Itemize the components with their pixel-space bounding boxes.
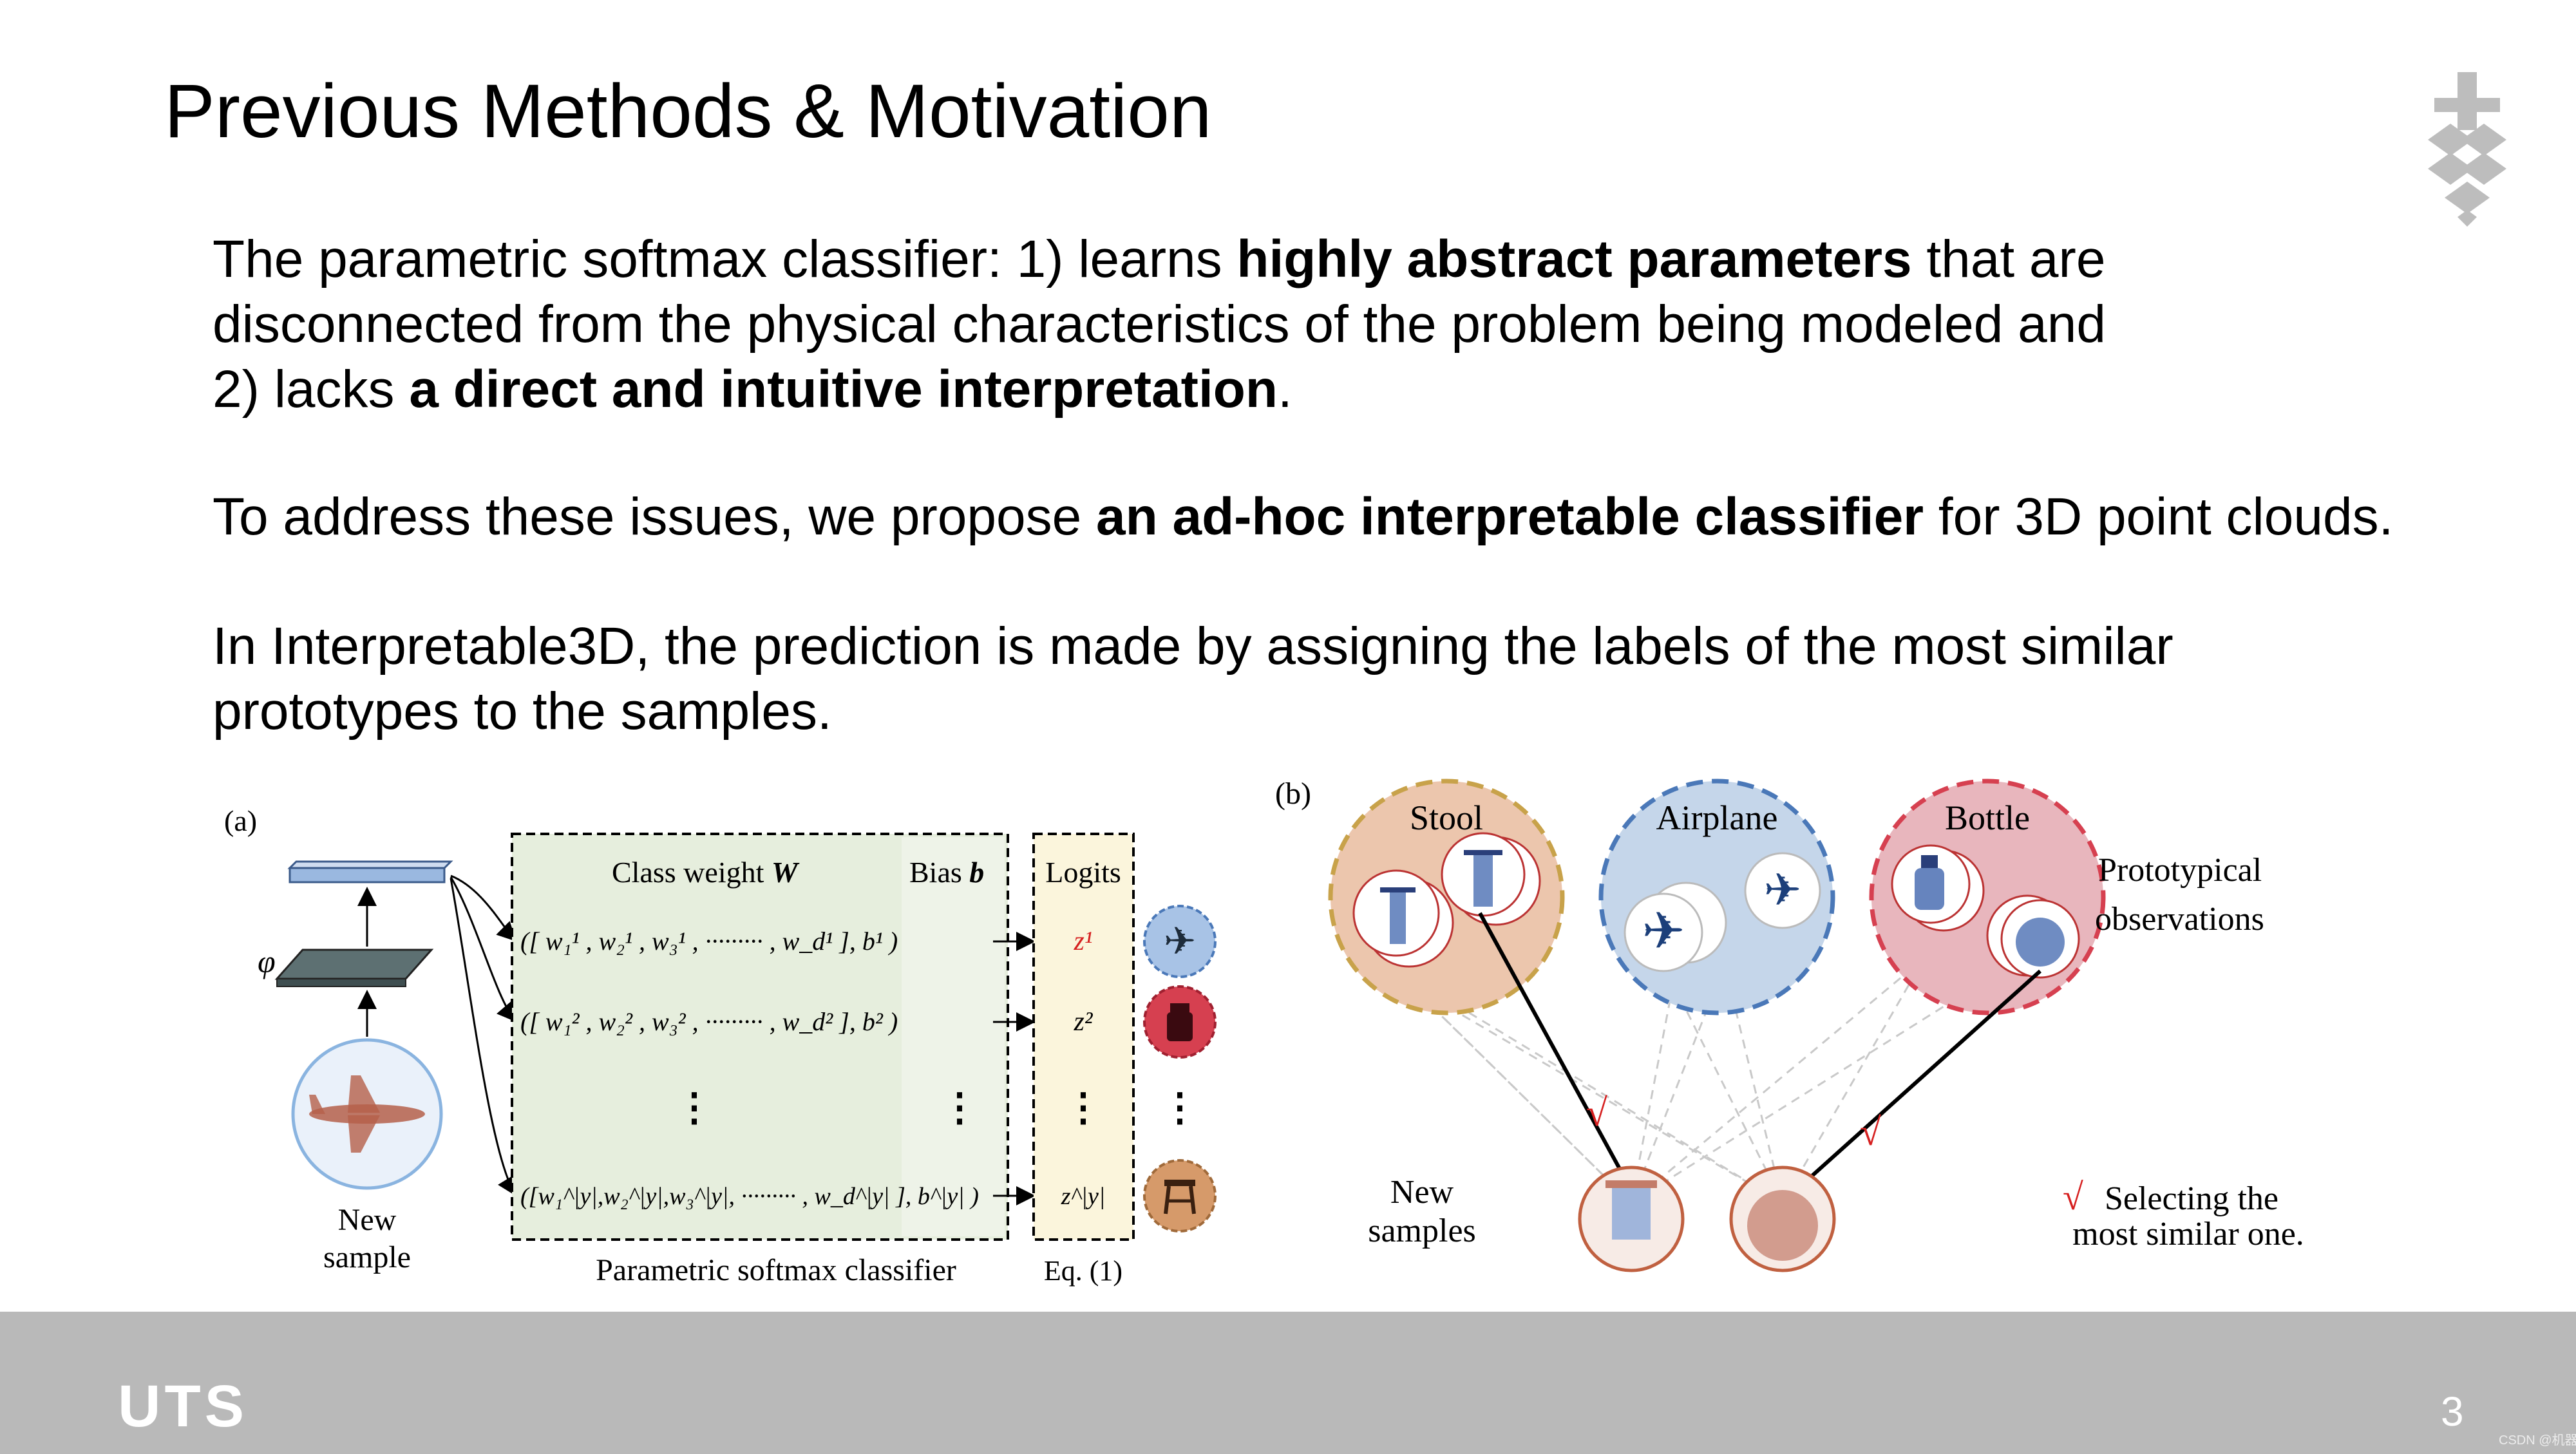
text: . (1277, 360, 1293, 419)
legend-label: most similar one. (2072, 1216, 2304, 1252)
paragraph-proposal: To address these issues, we propose an a… (213, 484, 2393, 549)
text: To address these issues, we propose (213, 487, 1096, 546)
caption-equation: Eq. (1) (1044, 1255, 1122, 1287)
selected-match-line (1787, 969, 2042, 1198)
legend-label: Selecting the (2105, 1180, 2278, 1217)
airplane-prototype-sample: ✈ (1624, 882, 1727, 972)
bias-column (902, 837, 1005, 1236)
emphasis-text: a direct and intuitive interpretation (409, 360, 1278, 419)
text: The parametric softmax classifier: 1) le… (213, 230, 1237, 288)
slide-footer: UTS 3 CSDN @机器学... (0, 1312, 2576, 1454)
new-sample-label: New (338, 1203, 397, 1237)
logits-box (1032, 833, 1135, 1241)
prototypical-observations-label: Prototypical (2098, 852, 2262, 889)
class-label-bottle: Bottle (1945, 798, 2030, 837)
selected-match-line (1478, 912, 1633, 1191)
class-label-stool: Stool (1410, 798, 1483, 837)
page-number: 3 (2441, 1388, 2464, 1435)
bias-header: Bias b (909, 856, 984, 889)
panel-label-a: (a) (224, 804, 257, 837)
figure-prototype-classifier: (b) Stool Airplane ✈ ✈ (1275, 777, 2304, 1272)
paragraph-softmax-limitations: The parametric softmax classifier: 1) le… (213, 227, 2106, 422)
stool-prototype-sample (1352, 869, 1454, 968)
airplane-icon (1143, 905, 1217, 978)
text: In Interpretable3D, the prediction is ma… (213, 617, 2174, 675)
bottle-prototype-sample (1891, 844, 1985, 932)
stool-prototype-sample (1441, 832, 1541, 926)
legend-check-mark: √ (2063, 1176, 2083, 1218)
weight-row-last: ([w₁^|y|,w₂^|y|,w₃^|y|, ········· , w_d^… (520, 1183, 979, 1210)
new-samples-label: samples (1368, 1213, 1476, 1249)
airplane-point-cloud (309, 1075, 425, 1153)
airplane-prototype-sample: ✈ (1744, 852, 1821, 929)
text: 2) lacks (213, 360, 410, 419)
check-mark: √ (1860, 1111, 1881, 1153)
svg-text:✈: ✈ (1642, 901, 1685, 961)
text: that are (1911, 230, 2106, 288)
new-samples-label: New (1390, 1174, 1454, 1211)
text: prototypes to the samples. (213, 682, 832, 741)
svg-text:✈: ✈ (1164, 919, 1196, 964)
uts-logo: UTS (118, 1374, 248, 1439)
logit-last: z^|y| (1061, 1183, 1106, 1210)
logit-1: z¹ (1074, 927, 1093, 956)
check-mark: √ (1586, 1091, 1607, 1134)
paragraph-interpretable3d: In Interpretable3D, the prediction is ma… (213, 614, 2174, 744)
svg-text:✈: ✈ (1764, 864, 1802, 916)
weight-row-2: ([ w₁² , w₂² , w₃² , ········· , w_d² ],… (520, 1007, 898, 1036)
svg-text:⋮: ⋮ (675, 1086, 714, 1129)
ellipsis-dots: ⋮ ⋮ (675, 1086, 979, 1129)
bottle-prototype-sample (1986, 894, 2080, 979)
caption-classifier: Parametric softmax classifier (596, 1253, 956, 1287)
svg-text:⋮: ⋮ (940, 1086, 979, 1129)
text: for 3D point clouds. (1924, 487, 2394, 546)
prototypical-observations-label: observations (2095, 901, 2264, 938)
ellipsis-dots: ⋮ (1160, 1086, 1199, 1129)
ellipsis-dots: ⋮ (1064, 1086, 1103, 1129)
class-label-airplane: Airplane (1656, 798, 1778, 837)
emphasis-text: an ad-hoc interpretable classifier (1095, 487, 1924, 546)
encoder-block-side (276, 978, 406, 987)
figure-softmax-classifier: (a) φ New sample Class weight W Bias b (… (224, 804, 1217, 1287)
emphasis-text: highly abstract parameters (1236, 230, 1912, 288)
slide-title: Previous Methods & Motivation (164, 69, 1212, 154)
stool-icon (1143, 1159, 1217, 1232)
logits-header: Logits (1045, 856, 1121, 889)
weight-row-1: ([ w₁¹ , w₂¹ , w₃¹ , ········· , w_d¹ ],… (520, 927, 898, 956)
feature-vector (289, 867, 446, 883)
new-sample-label: sample (323, 1240, 411, 1274)
logit-2: z² (1074, 1007, 1094, 1037)
encoder-block (274, 949, 434, 980)
phi-label: φ (258, 943, 276, 979)
weight-header: Class weight W (612, 856, 800, 889)
university-logo (2428, 72, 2506, 227)
text: disconnected from the physical character… (213, 295, 2106, 354)
watermark: CSDN @机器学... (2499, 1433, 2576, 1448)
panel-label-b: (b) (1275, 777, 1311, 811)
